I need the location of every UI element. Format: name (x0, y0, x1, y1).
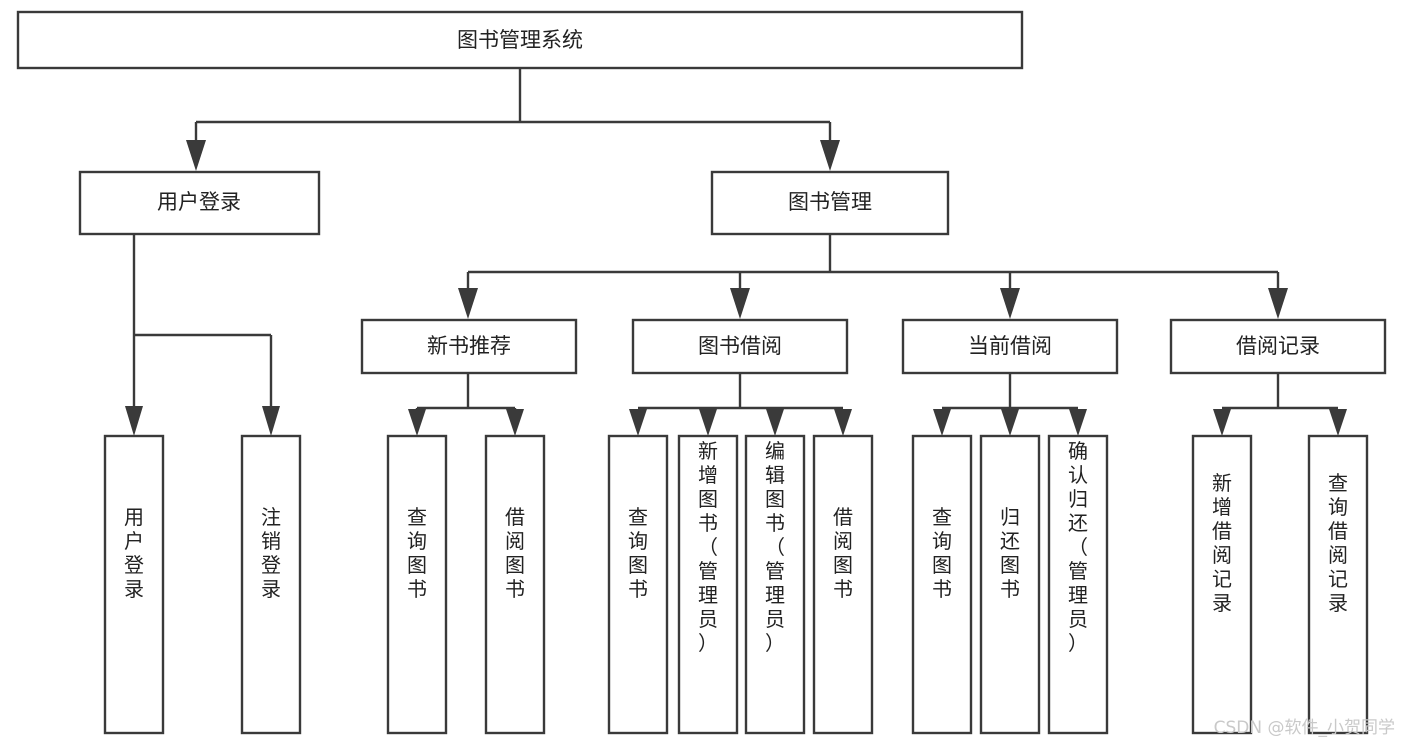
node-leaf-add-book-label: 新增图书（管理员） (698, 439, 718, 655)
arrow-head-leaf-query-book-2 (629, 409, 647, 436)
node-leaf-borrow-book-2-label: 借阅图书 (833, 505, 853, 601)
node-leaf-user-logout[interactable]: 注销登录 (240, 434, 302, 735)
node-leaf-query-book-3[interactable]: 查询图书 (911, 434, 973, 735)
arrow-head-leaf-borrow-book-2 (834, 409, 852, 436)
node-leaf-query-book-2[interactable]: 查询图书 (607, 434, 669, 735)
node-current-borrow[interactable]: 当前借阅 (901, 318, 1119, 375)
node-leaf-add-record-box[interactable] (1191, 434, 1253, 735)
node-borrow-record-box[interactable] (1169, 318, 1387, 375)
node-new-book-rec-label: 新书推荐 (427, 334, 511, 358)
node-book-borrow-box[interactable] (631, 318, 849, 375)
node-leaf-query-record[interactable]: 查询借阅记录 (1307, 434, 1369, 735)
node-leaf-borrow-book-2[interactable]: 借阅图书 (812, 434, 874, 735)
connector-group-user-login (125, 234, 280, 436)
node-leaf-query-record-label: 查询借阅记录 (1328, 471, 1348, 615)
node-leaf-user-logout-box[interactable] (240, 434, 302, 735)
arrow-head-new-book-rec (458, 288, 478, 319)
node-leaf-add-record-label: 新增借阅记录 (1212, 471, 1232, 615)
arrow-head-current-borrow (1000, 288, 1020, 319)
node-leaf-confirm-return-label: 确认归还（管理员） (1068, 439, 1088, 655)
node-leaf-edit-book-label: 编辑图书（管理员） (765, 439, 785, 655)
node-user-login[interactable]: 用户登录 (78, 170, 321, 236)
arrow-head-leaf-add-record (1213, 409, 1231, 436)
connector-group-borrow-record (1213, 373, 1347, 436)
arrow-head-leaf-return-book (1001, 409, 1019, 436)
node-new-book-rec-box[interactable] (360, 318, 578, 375)
node-leaf-query-book-1-box[interactable] (386, 434, 448, 735)
node-leaf-confirm-return[interactable]: 确认归还（管理员） (1047, 434, 1109, 735)
node-leaf-query-book-2-box[interactable] (607, 434, 669, 735)
node-book-borrow-label: 图书借阅 (698, 334, 782, 358)
connector-group-book-manage (458, 234, 1288, 319)
node-leaf-user-login-box[interactable] (103, 434, 165, 735)
node-leaf-user-login[interactable]: 用户登录 (103, 434, 165, 735)
node-leaf-edit-book-box[interactable] (744, 434, 806, 735)
node-leaf-query-book-2-label: 查询图书 (628, 505, 648, 601)
arrow-head-leaf-query-record (1329, 409, 1347, 436)
node-borrow-record-label: 借阅记录 (1236, 334, 1320, 358)
node-leaf-edit-book[interactable]: 编辑图书（管理员） (744, 434, 806, 735)
node-leaf-query-book-3-label: 查询图书 (932, 505, 952, 601)
node-leaf-borrow-book-1-label: 借阅图书 (505, 505, 525, 601)
node-leaf-add-book-box[interactable] (677, 434, 739, 735)
node-user-login-box[interactable] (78, 170, 321, 236)
node-book-manage-label: 图书管理 (788, 190, 872, 214)
arrow-head-leaf-borrow-book-1 (506, 409, 524, 436)
connector-group-root (186, 68, 840, 171)
node-new-book-rec[interactable]: 新书推荐 (360, 318, 578, 375)
arrow-head-leaf-user-login (125, 406, 143, 436)
node-leaf-query-book-3-box[interactable] (911, 434, 973, 735)
node-current-borrow-label: 当前借阅 (968, 334, 1052, 358)
connector-group-book-borrow (629, 373, 852, 436)
node-book-borrow[interactable]: 图书借阅 (631, 318, 849, 375)
node-user-login-label: 用户登录 (157, 190, 241, 214)
node-leaf-borrow-book-1-box[interactable] (484, 434, 546, 735)
arrow-head-borrow-record (1268, 288, 1288, 319)
node-root-box[interactable] (16, 10, 1024, 70)
node-leaf-return-book-label: 归还图书 (1000, 505, 1020, 601)
node-leaf-return-book[interactable]: 归还图书 (979, 434, 1041, 735)
node-leaf-query-book-1[interactable]: 查询图书 (386, 434, 448, 735)
node-leaf-add-record[interactable]: 新增借阅记录 (1191, 434, 1253, 735)
node-leaf-borrow-book-2-box[interactable] (812, 434, 874, 735)
connector-group-new-book-rec (408, 373, 524, 436)
arrow-head-book-borrow (730, 288, 750, 319)
node-current-borrow-box[interactable] (901, 318, 1119, 375)
node-leaf-query-book-1-label: 查询图书 (407, 505, 427, 601)
node-borrow-record[interactable]: 借阅记录 (1169, 318, 1387, 375)
node-leaf-user-login-label: 用户登录 (124, 505, 144, 601)
arrow-head-user-login (186, 140, 206, 171)
node-book-manage-box[interactable] (710, 170, 950, 236)
arrow-head-leaf-add-book (699, 409, 717, 436)
node-leaf-user-logout-label: 注销登录 (261, 505, 281, 601)
arrow-head-leaf-query-book-3 (933, 409, 951, 436)
arrow-head-leaf-query-book-1 (408, 409, 426, 436)
arrow-head-leaf-confirm-return (1069, 409, 1087, 436)
node-leaf-return-book-box[interactable] (979, 434, 1041, 735)
node-leaf-confirm-return-box[interactable] (1047, 434, 1109, 735)
arrow-head-leaf-user-logout (262, 406, 280, 436)
node-leaf-query-record-box[interactable] (1307, 434, 1369, 735)
arrow-head-leaf-edit-book (766, 409, 784, 436)
node-leaf-add-book[interactable]: 新增图书（管理员） (677, 434, 739, 735)
connector-group-current-borrow (933, 373, 1087, 436)
arrow-head-book-manage (820, 140, 840, 171)
node-root[interactable]: 图书管理系统 (16, 10, 1024, 70)
csdn-watermark: CSDN @软件_小贺同学 (1214, 718, 1395, 738)
node-root-label: 图书管理系统 (457, 28, 583, 52)
node-leaf-borrow-book-1[interactable]: 借阅图书 (484, 434, 546, 735)
node-book-manage[interactable]: 图书管理 (710, 170, 950, 236)
